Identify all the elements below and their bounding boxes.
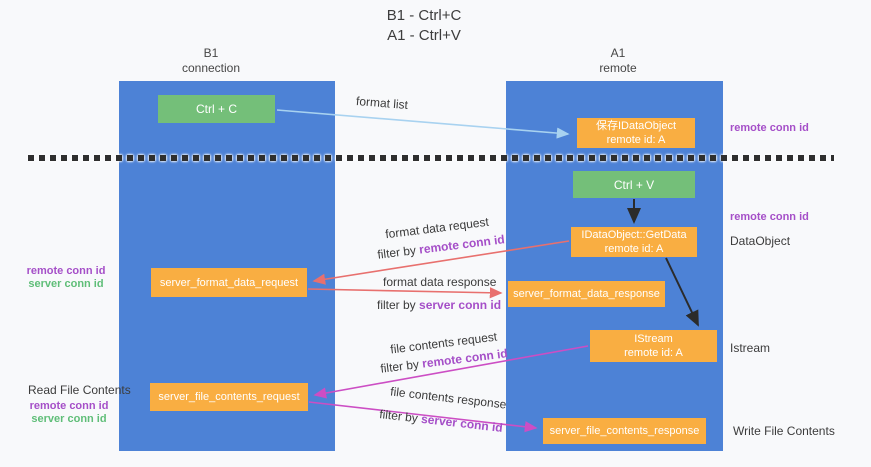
dataobject-label: DataObject bbox=[730, 234, 791, 248]
filter-prefix: filter by bbox=[378, 407, 419, 426]
left-column-name: B1 bbox=[203, 46, 219, 60]
remote-conn-id-text: remote conn id bbox=[29, 400, 109, 412]
file-contents-response-filter-label: filter by server conn id bbox=[379, 407, 504, 435]
node-istream-line2: remote id: A bbox=[624, 347, 683, 359]
node-server-file-contents-request-label: server_file_contents_request bbox=[158, 391, 300, 403]
format-data-response-arrow bbox=[307, 287, 503, 299]
node-save-dataobject: 保存IDataObject remote id: A bbox=[577, 118, 695, 148]
write-file-contents-label: Write File Contents bbox=[733, 424, 835, 438]
remote-conn-id-text: remote conn id bbox=[418, 232, 506, 257]
filter-prefix: filter by bbox=[377, 298, 416, 312]
right-mid-remote-conn-id-label: remote conn id bbox=[730, 211, 809, 224]
node-server-file-contents-response-label: server_file_contents_response bbox=[549, 425, 700, 437]
right-column-role: remote bbox=[599, 61, 637, 75]
server-conn-id-text: server conn id bbox=[420, 411, 504, 435]
left-mid-conn-id-labels: remote conn id server conn id bbox=[21, 265, 111, 291]
node-server-format-data-request: server_format_data_request bbox=[151, 268, 307, 297]
node-server-file-contents-response: server_file_contents_response bbox=[543, 418, 706, 444]
left-bottom-conn-id-labels: remote conn id server conn id bbox=[24, 400, 114, 426]
node-server-format-data-request-label: server_format_data_request bbox=[159, 276, 299, 289]
left-column-role: connection bbox=[181, 61, 241, 75]
format-data-response-filter-label: filter by server conn id bbox=[377, 298, 501, 312]
file-contents-response-label: file contents response bbox=[389, 384, 508, 412]
format-data-response-label: format data response bbox=[383, 275, 497, 289]
node-ctrl-c: Ctrl + C bbox=[158, 95, 275, 123]
left-column-header: B1 connection bbox=[151, 46, 271, 76]
node-save-dataobject-line1: 保存IDataObject bbox=[595, 120, 677, 132]
node-server-format-data-response: server_format_data_response bbox=[508, 281, 665, 307]
right-column-header: A1 remote bbox=[558, 46, 678, 76]
read-file-contents-label: Read File Contents bbox=[28, 383, 131, 397]
diagram-title: B1 - Ctrl+C A1 - Ctrl+V bbox=[304, 6, 544, 46]
title-line-2: A1 - Ctrl+V bbox=[387, 27, 461, 44]
remote-conn-id-text: remote conn id bbox=[730, 122, 809, 134]
filter-prefix: filter by bbox=[379, 357, 420, 376]
server-conn-id-text: server conn id bbox=[419, 298, 502, 312]
filter-prefix: filter by bbox=[376, 243, 417, 262]
title-line-1: B1 - Ctrl+C bbox=[386, 7, 462, 24]
node-idataobject-getdata-line1: IDataObject::GetData bbox=[581, 229, 687, 241]
istream-side-label: Istream bbox=[730, 341, 771, 355]
node-idataobject-getdata-line2: remote id: A bbox=[604, 243, 664, 255]
dashed-separator-line bbox=[28, 155, 834, 161]
server-conn-id-text: server conn id bbox=[28, 278, 104, 290]
node-ctrl-v: Ctrl + V bbox=[573, 171, 695, 198]
format-list-label: format list bbox=[355, 93, 409, 113]
node-ctrl-v-label: Ctrl + V bbox=[613, 177, 655, 192]
node-server-file-contents-request: server_file_contents_request bbox=[150, 383, 308, 411]
remote-conn-id-text: remote conn id bbox=[26, 265, 106, 277]
node-ctrl-c-label: Ctrl + C bbox=[195, 102, 237, 116]
server-conn-id-text: server conn id bbox=[31, 413, 107, 425]
right-column-name: A1 bbox=[610, 46, 626, 60]
node-save-dataobject-line2: remote id: A bbox=[606, 134, 666, 146]
node-idataobject-getdata: IDataObject::GetData remote id: A bbox=[571, 227, 697, 257]
node-istream-line1: IStream bbox=[634, 333, 673, 345]
remote-conn-id-text: remote conn id bbox=[730, 211, 809, 223]
node-server-format-data-response-label: server_format_data_response bbox=[513, 288, 660, 300]
node-istream: IStream remote id: A bbox=[590, 330, 717, 362]
right-top-remote-conn-id-label: remote conn id bbox=[730, 122, 809, 135]
